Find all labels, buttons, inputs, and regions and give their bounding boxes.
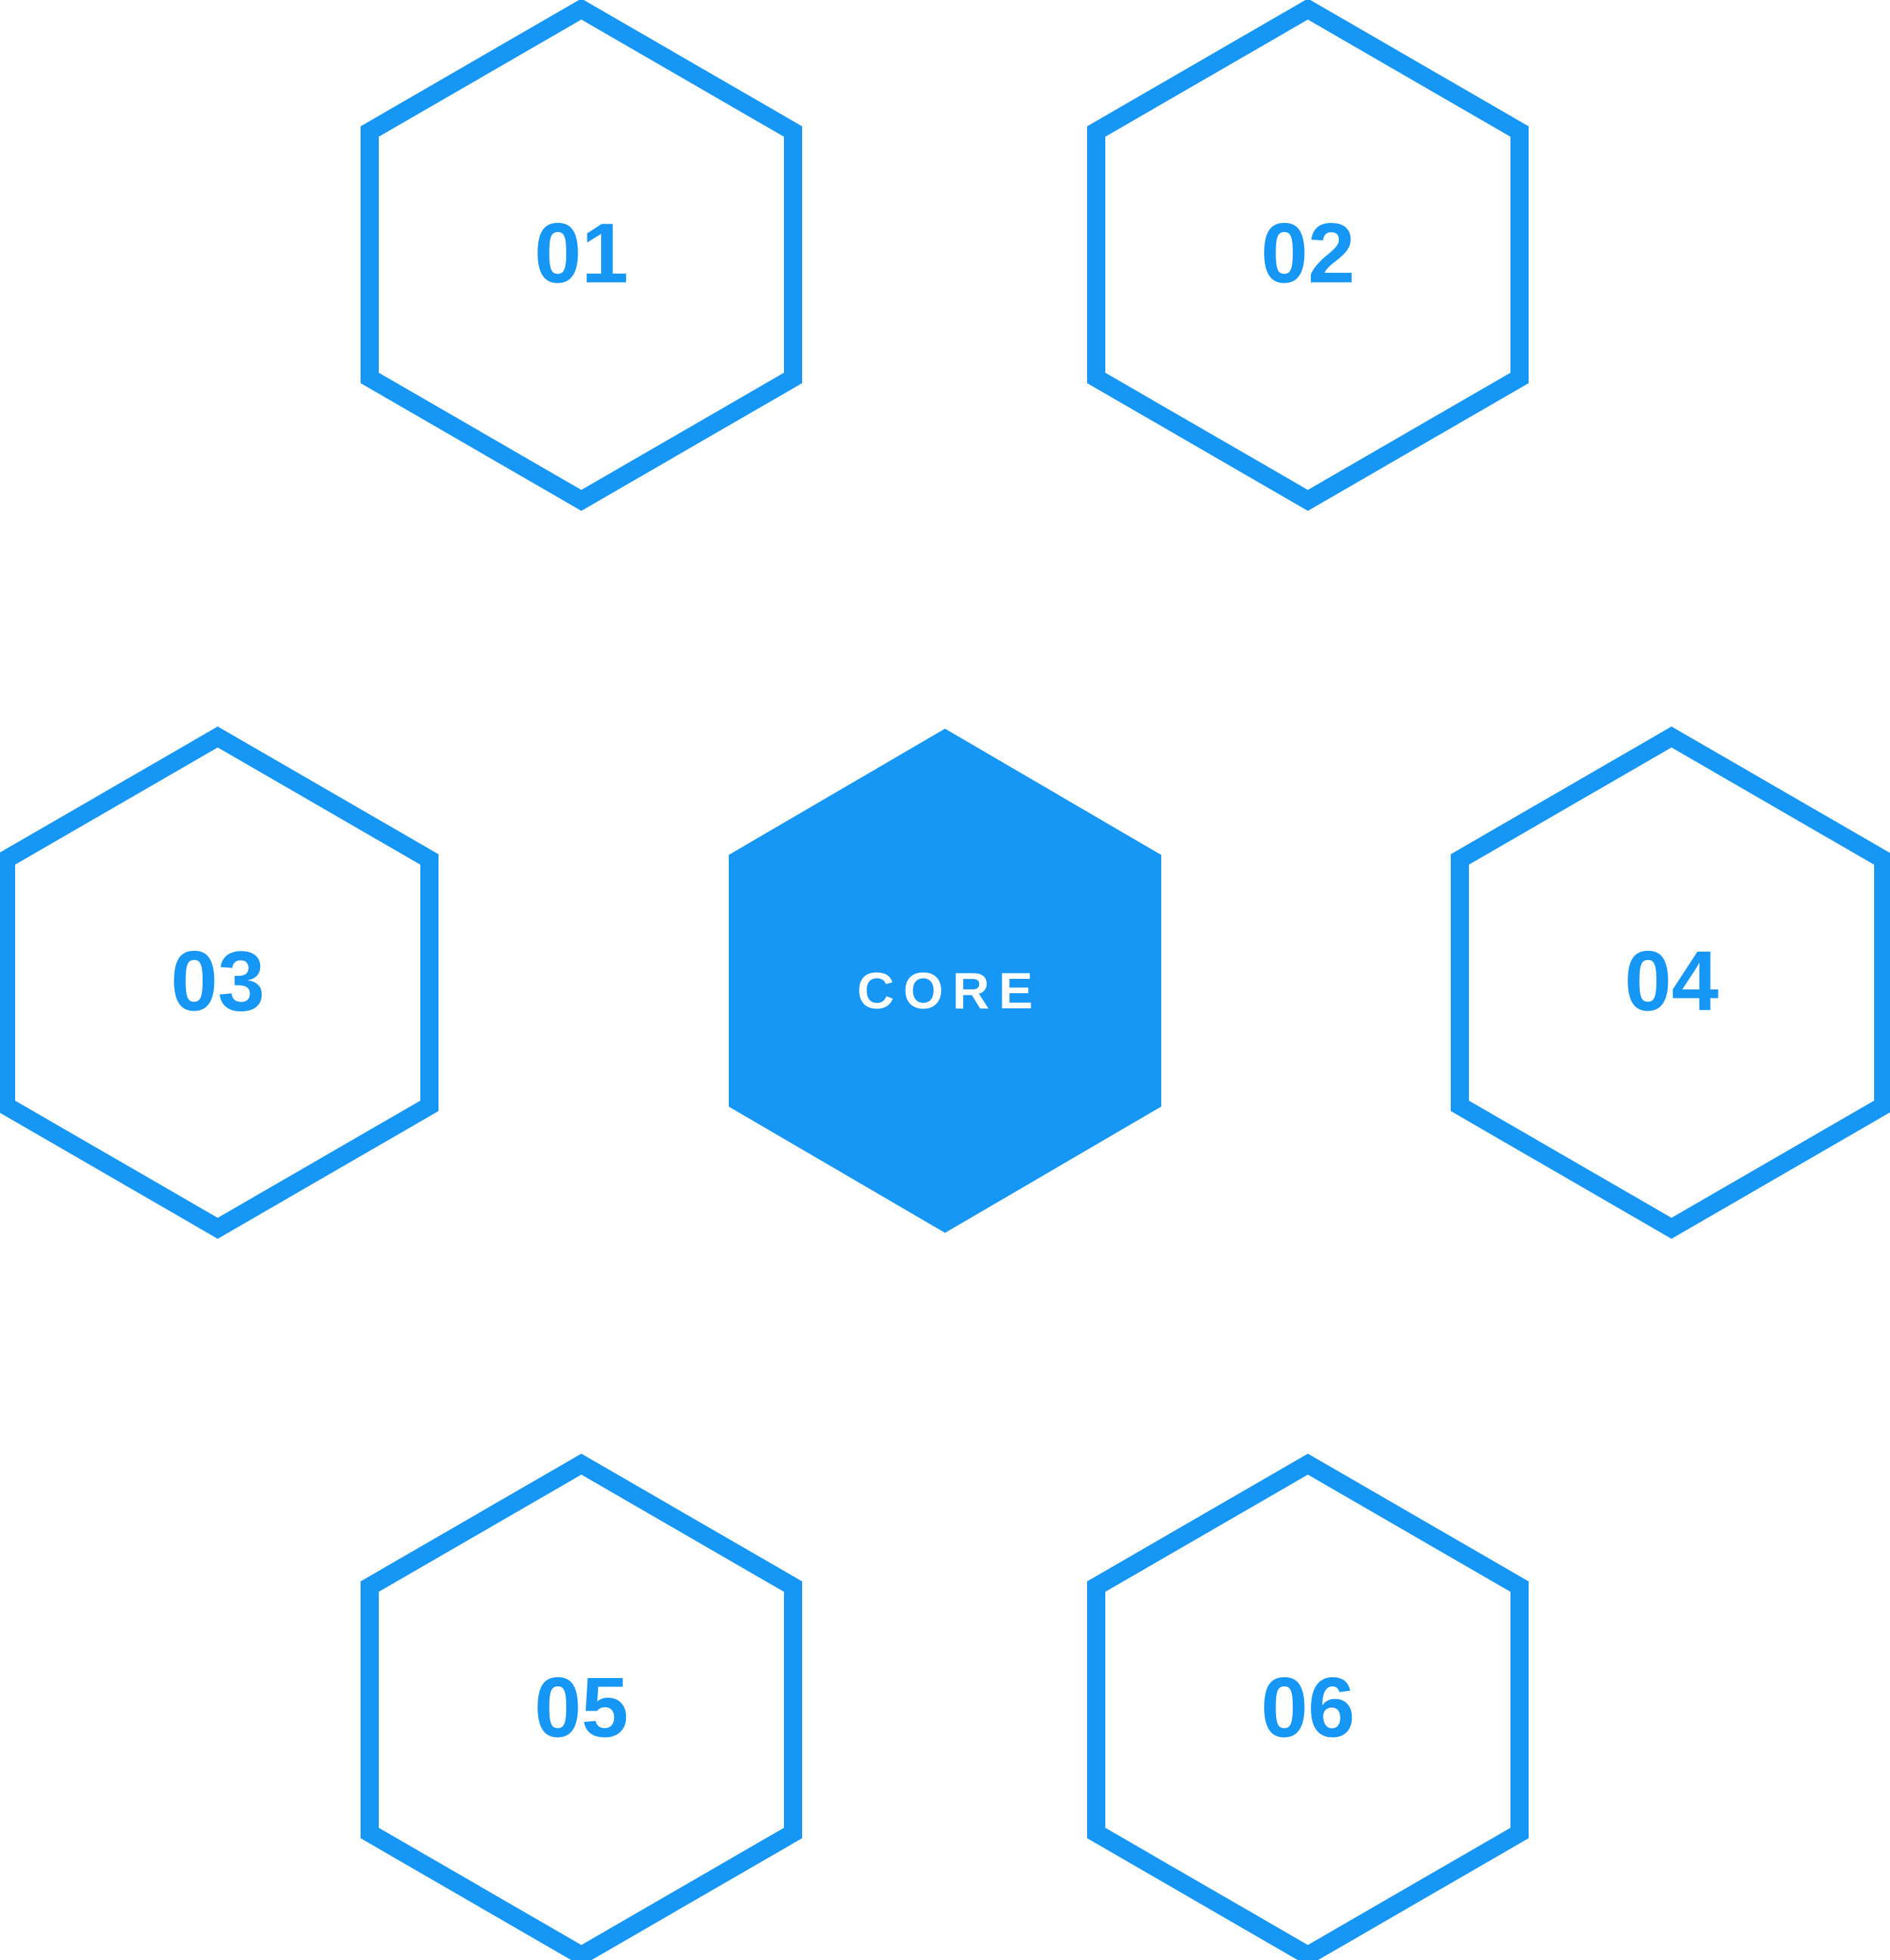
- hex-node-02: 02: [1087, 0, 1529, 511]
- hex-node-01-shape: [361, 0, 802, 511]
- hex-node-03: 03: [0, 726, 438, 1239]
- hex-core-shape: [729, 729, 1161, 1233]
- hex-node-04-shape: [1451, 726, 1890, 1239]
- hex-node-05-shape: [361, 1454, 802, 1960]
- hex-node-06: 06: [1087, 1454, 1529, 1960]
- hex-node-05: 05: [361, 1454, 802, 1960]
- hex-node-06-shape: [1087, 1454, 1529, 1960]
- hex-node-04-label: 04: [1625, 934, 1719, 1029]
- hex-core-label: CORE: [857, 962, 1042, 1020]
- hex-node-04: 04: [1451, 726, 1890, 1239]
- hex-node-03-shape: [0, 726, 438, 1239]
- hex-node-02-label: 02: [1261, 206, 1356, 301]
- hex-node-02-shape: [1087, 0, 1529, 511]
- hex-node-01-label: 01: [534, 206, 629, 301]
- hex-node-06-label: 06: [1261, 1661, 1356, 1755]
- hex-node-01: 01: [361, 0, 802, 511]
- hex-core: CORE: [729, 729, 1161, 1233]
- hex-node-03-label: 03: [171, 934, 265, 1029]
- hex-node-05-label: 05: [534, 1661, 629, 1755]
